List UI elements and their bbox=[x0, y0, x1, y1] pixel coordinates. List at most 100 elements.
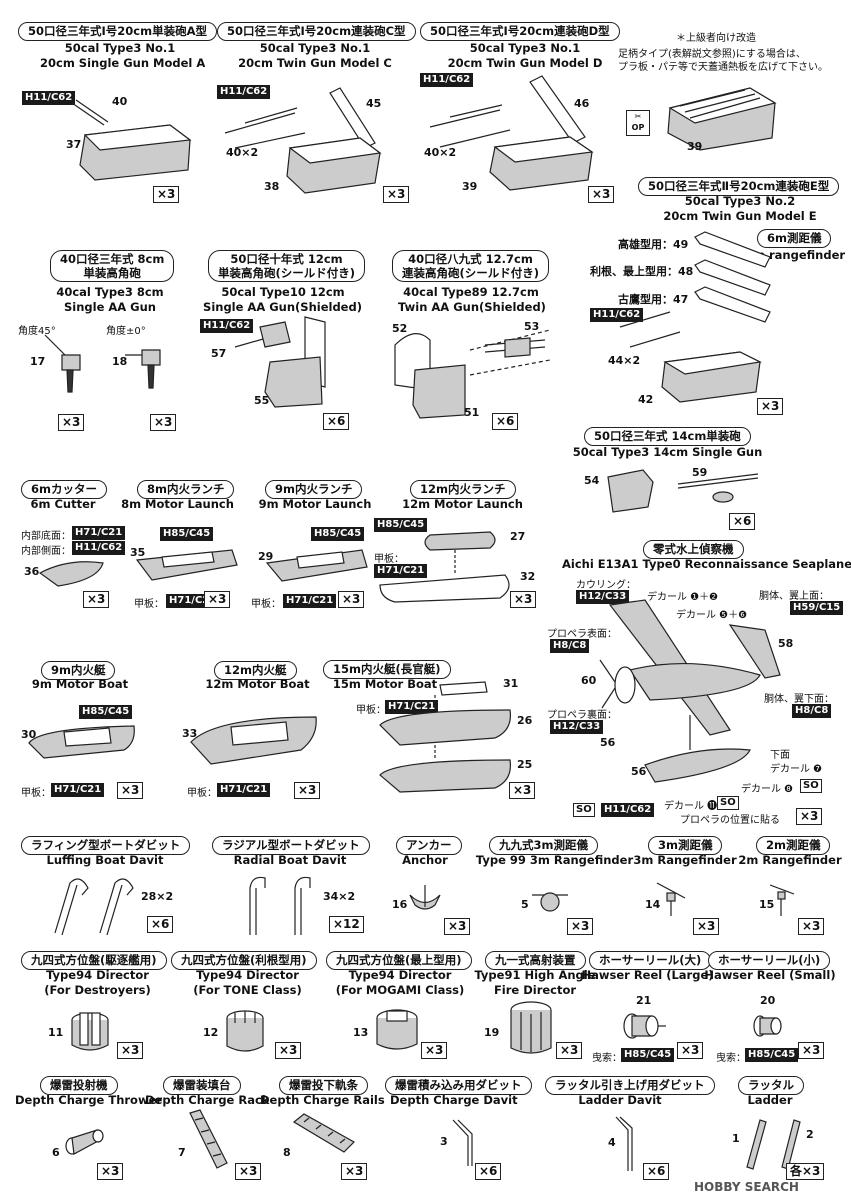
seaplane-part-60: 60 bbox=[581, 674, 597, 687]
launch12-qty: ×3 bbox=[510, 591, 537, 608]
launch12-code: H85/C45 bbox=[374, 518, 428, 532]
reelS-code: H85/C45 bbox=[745, 1048, 799, 1062]
rf3-qty: ×3 bbox=[693, 918, 720, 935]
dcDavit-title: 爆雷積み込み用ダビット bbox=[385, 1076, 532, 1095]
launch9-en: 9m Motor Launch bbox=[258, 497, 372, 511]
luffing-title: ラフィング型ボートダビット bbox=[21, 836, 191, 855]
launch12-deck-code: H71/C21 bbox=[374, 564, 428, 578]
boat9-drawing bbox=[28, 725, 135, 759]
boat15-en: 15m Motor Boat bbox=[332, 677, 438, 691]
aa8-title-2: 単装高角砲 bbox=[83, 266, 141, 280]
fire91-qty: ×3 bbox=[556, 1042, 583, 1059]
dir1-en2: (For Destroyers) bbox=[44, 983, 151, 997]
dcRails-drawing bbox=[292, 1113, 355, 1153]
seaplane-lower-label: 下面 bbox=[770, 750, 790, 761]
typeE-row-47: 古鷹型用：47 bbox=[618, 293, 689, 306]
dcThrower-qty: ×3 bbox=[97, 1163, 124, 1180]
dcRack-en: Depth Charge Rack bbox=[145, 1093, 270, 1107]
boat15-part-25: 25 bbox=[517, 758, 533, 771]
fire91-en2: Fire Director bbox=[493, 983, 577, 997]
typeE-row-48: 利根、最上型用：48 bbox=[590, 265, 694, 278]
reelS-part-20: 20 bbox=[760, 994, 776, 1007]
aa8-title-1: 40口径三年式 8cm bbox=[60, 252, 165, 266]
typeD-qty: ×3 bbox=[588, 186, 615, 203]
luffing-en: Luffing Boat Davit bbox=[46, 853, 164, 867]
launch12-part-32: 32 bbox=[520, 570, 536, 583]
ladderDavit-en: Ladder Davit bbox=[578, 1093, 662, 1107]
dcRack-qty: ×3 bbox=[235, 1163, 262, 1180]
boat9-part-30: 30 bbox=[21, 728, 37, 741]
launch8-title: 8m内火ランチ bbox=[137, 480, 235, 499]
rf2-qty: ×3 bbox=[798, 918, 825, 935]
boat9-deck-code: H71/C21 bbox=[51, 783, 105, 797]
seaplane-en: Aichi E13A1 Type0 Reconnaissance Seaplan… bbox=[562, 557, 851, 571]
dir3-title: 九四式方位盤(最上型用) bbox=[326, 951, 472, 970]
cutter-title: 6mカッター bbox=[21, 480, 107, 499]
reelL-rope-label: 曳索： bbox=[592, 1053, 622, 1064]
boat12-deck-label: 甲板： bbox=[187, 788, 217, 799]
watermark: HOBBY SEARCH bbox=[694, 1180, 799, 1194]
cutter-qty: ×3 bbox=[83, 591, 110, 608]
aa8-qty-left: ×3 bbox=[58, 414, 85, 431]
aa127-gun-drawing bbox=[394, 329, 551, 419]
ladder-part-2: 2 bbox=[806, 1128, 814, 1141]
typeA-turret-drawing bbox=[71, 99, 192, 181]
seaplane-fuse-top-code: H59/C15 bbox=[790, 601, 844, 615]
aa12-code: H11/C62 bbox=[200, 319, 254, 333]
radial-part: 34×2 bbox=[323, 890, 356, 903]
boat15-deck-label: 甲板： bbox=[356, 705, 386, 716]
seaplane-prop-back-label: プロペラ裏面： bbox=[547, 710, 617, 721]
seaplane-decal-11: デカール ⓫ bbox=[664, 801, 718, 812]
dcRack-title: 爆雷装填台 bbox=[163, 1076, 241, 1095]
launch9-deck-code: H71/C21 bbox=[283, 594, 337, 608]
cutter-en: 6m Cutter bbox=[30, 497, 96, 511]
launch9-drawing bbox=[265, 549, 368, 582]
dcRack-part-7: 7 bbox=[178, 1146, 186, 1159]
seaplane-part-56b: 56 bbox=[631, 765, 647, 778]
typeC-en2: 20cm Twin Gun Model C bbox=[238, 56, 392, 70]
boat15-deck-code: H71/C21 bbox=[385, 700, 439, 714]
reelS-drawing bbox=[753, 1015, 782, 1037]
rf2-part-15: 15 bbox=[759, 898, 775, 911]
aa8-gun-drawing bbox=[44, 334, 161, 393]
aa12-en2: Single AA Gun(Shielded) bbox=[203, 300, 362, 314]
aa8-qty-right: ×3 bbox=[150, 414, 177, 431]
typeD-part-46: 46 bbox=[574, 97, 590, 110]
dir2-drawing bbox=[226, 1010, 264, 1052]
aa8-part-18: 18 bbox=[112, 355, 128, 368]
advanced-turret-drawing bbox=[667, 87, 777, 151]
typeA-code: H11/C62 bbox=[22, 91, 76, 105]
boat9-code: H85/C45 bbox=[79, 705, 133, 719]
dir3-en1: Type94 Director bbox=[348, 968, 452, 982]
dcThrower-drawing bbox=[65, 1129, 104, 1155]
ladder-title: ラッタル bbox=[738, 1076, 804, 1095]
gun14-drawing bbox=[607, 469, 759, 513]
rf99-title: 九九式3m測距儀 bbox=[489, 836, 598, 855]
rf3-title: 3m測距儀 bbox=[648, 836, 723, 855]
typeA-qty: ×3 bbox=[153, 186, 180, 203]
seaplane-decal-1-2: デカール ❶＋❷ bbox=[647, 592, 719, 603]
seaplane-qty: ×3 bbox=[796, 808, 823, 825]
seaplane-so-badge-2: SO bbox=[717, 796, 739, 810]
typeC-qty: ×3 bbox=[383, 186, 410, 203]
seaplane-drawing bbox=[599, 599, 781, 783]
seaplane-so-badge-3: SO bbox=[573, 803, 595, 817]
radial-qty: ×12 bbox=[329, 916, 364, 933]
dir2-en1: Type94 Director bbox=[196, 968, 299, 982]
boat15-part-26: 26 bbox=[517, 714, 533, 727]
launch8-deck-label: 甲板： bbox=[134, 599, 164, 610]
ladderDavit-title: ラッタル引き上げ用ダビット bbox=[545, 1076, 715, 1095]
luffing-qty: ×6 bbox=[147, 916, 174, 933]
seaplane-fuse-bottom-code: H8/C8 bbox=[792, 704, 832, 718]
aa8-en1: 40cal Type3 8cm bbox=[56, 285, 164, 299]
aa12-qty: ×6 bbox=[323, 413, 350, 430]
dir1-title: 九四式方位盤(駆逐艦用) bbox=[21, 951, 167, 970]
reelL-title: ホーサーリール(大) bbox=[589, 951, 712, 970]
typeC-part-38: 38 bbox=[264, 180, 280, 193]
boat15-qty: ×3 bbox=[509, 782, 536, 799]
dir3-drawing bbox=[376, 1009, 418, 1050]
boat9-title: 9m内火艇 bbox=[41, 661, 116, 680]
reelL-code: H85/C45 bbox=[621, 1048, 675, 1062]
